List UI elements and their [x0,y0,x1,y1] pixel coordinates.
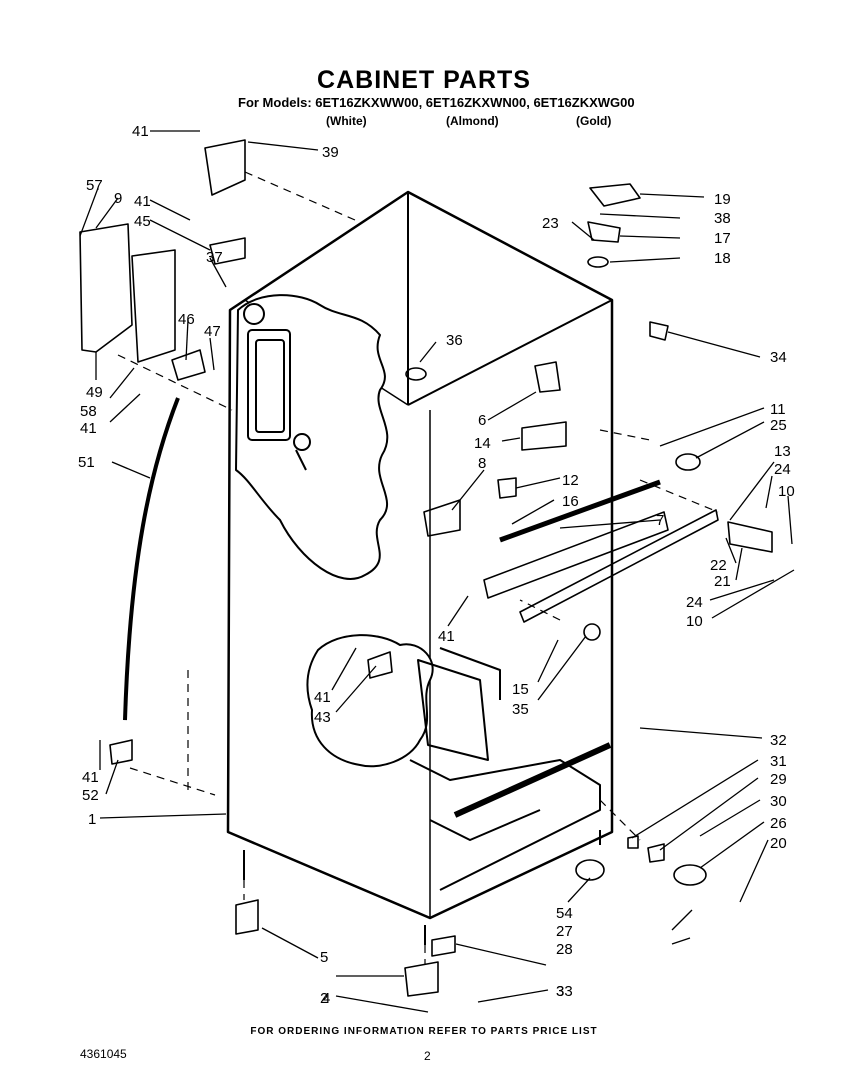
callout-32: 32 [770,732,787,749]
callout-17: 17 [714,230,731,247]
callout-2: 2 [320,990,328,1007]
callout-4: 4 [322,990,330,1007]
callout-12: 12 [562,472,579,489]
callout-24: 24 [686,594,703,611]
callout-35: 35 [512,701,529,718]
callout-58: 58 [80,403,97,420]
model-color-gold: (Gold) [576,114,612,128]
callout-27: 27 [556,923,573,940]
model-list: For Models: 6ET16ZKXWW00, 6ET16ZKXWN00, … [238,95,635,110]
page-number: 2 [424,1049,431,1063]
callout-8: 8 [478,455,486,472]
callout-18: 18 [714,250,731,267]
compressor-cutaway [306,634,612,891]
callout-33: 33 [556,983,573,1000]
callout-21: 21 [714,573,731,590]
callout-54: 54 [556,905,573,922]
callout-51: 51 [78,454,95,471]
callout-24: 24 [774,461,791,478]
callout-7: 7 [656,512,664,529]
document-number: 4361045 [80,1047,127,1061]
callout-36: 36 [446,332,463,349]
callout-41: 41 [438,628,455,645]
callout-20: 20 [770,835,787,852]
ordering-note: FOR ORDERING INFORMATION REFER TO PARTS … [250,1026,598,1037]
callout-23: 23 [542,215,559,232]
leader-lines [79,130,795,1013]
callout-41: 41 [132,123,149,140]
callout-6: 6 [478,412,486,429]
callout-57: 57 [86,177,103,194]
callout-41: 41 [80,420,97,437]
callout-34: 34 [770,349,787,366]
callout-37: 37 [206,249,223,266]
callout-41: 41 [82,769,99,786]
callout-38: 38 [714,210,731,227]
callout-39: 39 [322,144,339,161]
callout-11: 11 [770,401,786,418]
callout-41: 41 [314,689,331,706]
callout-9: 9 [114,190,122,207]
page-title: CABINET PARTS [317,66,531,94]
callout-10: 10 [686,613,703,630]
callout-3: 3 [556,983,564,1000]
callout-22: 22 [710,557,727,574]
callout-43: 43 [314,709,331,726]
callout-19: 19 [714,191,731,208]
callout-41: 41 [134,193,151,210]
parts-sketches [79,139,773,997]
callout-29: 29 [770,771,787,788]
callout-30: 30 [770,793,787,810]
model-color-white: (White) [326,114,367,128]
callout-45: 45 [134,213,151,230]
callout-52: 52 [82,787,99,804]
callout-31: 31 [770,753,787,770]
callout-47: 47 [204,323,221,340]
callout-14: 14 [474,435,491,452]
callout-26: 26 [770,815,787,832]
freezer-cutaway [235,294,389,580]
model-color-almond: (Almond) [446,114,499,128]
assembly-lines [117,171,719,965]
callout-15: 15 [512,681,529,698]
callout-13: 13 [774,443,791,460]
callout-28: 28 [556,941,573,958]
callout-16: 16 [562,493,579,510]
callout-46: 46 [178,311,195,328]
callout-25: 25 [770,417,787,434]
callout-10: 10 [778,483,795,500]
callout-49: 49 [86,384,103,401]
callout-1: 1 [88,811,96,828]
callout-5: 5 [320,949,328,966]
